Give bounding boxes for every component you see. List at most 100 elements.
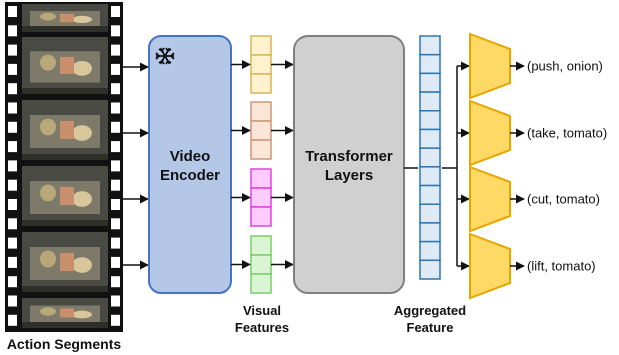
sprocket-hole — [111, 218, 120, 230]
feature-cell — [250, 273, 272, 294]
feature-cell — [250, 187, 272, 208]
sprocket-hole — [8, 6, 17, 17]
visual-feature-vector — [250, 35, 272, 94]
feature-cell — [250, 101, 272, 122]
sprocket-hole — [111, 199, 120, 210]
video-frame — [22, 37, 108, 94]
video-frame — [22, 298, 108, 328]
feature-cell — [250, 54, 272, 75]
sprocket-hole — [111, 256, 120, 268]
input-arrows — [123, 62, 149, 270]
aggregated-cell — [419, 91, 441, 112]
transformer-box — [293, 35, 405, 294]
classification-head: (take, tomato) — [457, 99, 607, 167]
output-label: (take, tomato) — [527, 126, 607, 141]
sprocket-hole — [111, 83, 120, 95]
head-trapezoid — [469, 165, 511, 233]
snowflake-icon — [155, 47, 175, 65]
sprocket-hole — [111, 141, 120, 153]
head-trapezoid — [469, 32, 511, 100]
sprocket-hole — [111, 276, 120, 288]
aggregated-cell — [419, 166, 441, 187]
aggregated-cell — [419, 110, 441, 131]
feature-cell — [250, 206, 272, 227]
aggregated-cell — [419, 147, 441, 168]
video-encoder-label-1: Video — [170, 148, 211, 165]
output-label: (cut, tomato) — [527, 192, 600, 207]
visual-features — [231, 35, 294, 294]
aggregated-cell — [419, 35, 441, 56]
visual-feature-vector — [250, 101, 272, 160]
aggregated-cell — [419, 259, 441, 280]
aggregated-cell — [419, 222, 441, 243]
action-segments-label: Action Segments — [7, 336, 122, 352]
sprocket-hole — [111, 314, 120, 326]
feature-cell — [250, 120, 272, 141]
video-encoder-box — [148, 35, 232, 294]
classification-heads: (push, onion) (take, tomato) (cut, tomato)… — [457, 32, 607, 300]
sprocket-hole — [8, 83, 17, 95]
feature-cell — [250, 254, 272, 275]
sprocket-hole — [8, 218, 17, 230]
head-trapezoid — [469, 232, 511, 300]
sprocket-hole — [111, 237, 120, 249]
output-label: (lift, tomato) — [527, 259, 596, 274]
feature-cell — [250, 235, 272, 256]
video-frame — [22, 232, 108, 292]
branch-connector — [442, 66, 458, 266]
feature-cell — [250, 168, 272, 189]
video-frame — [22, 166, 108, 226]
sprocket-hole — [8, 102, 17, 114]
video-encoder-label-2: Encoder — [160, 167, 220, 184]
feature-cell — [250, 73, 272, 94]
sprocket-hole — [111, 160, 120, 172]
sprocket-hole — [8, 160, 17, 172]
aggregated-cell — [419, 72, 441, 93]
sprocket-hole — [8, 276, 17, 288]
head-trapezoid — [469, 99, 511, 167]
video-frame — [22, 100, 108, 160]
aggregated-cell — [419, 53, 441, 75]
sprocket-hole — [111, 6, 120, 17]
sprocket-hole — [111, 121, 120, 133]
sprocket-hole — [8, 25, 17, 37]
sprocket-hole — [8, 314, 17, 326]
aggregated-feature — [419, 35, 441, 280]
classification-head: (cut, tomato) — [457, 165, 600, 233]
aggregated-cell — [419, 240, 441, 262]
feature-cell — [250, 35, 272, 56]
sprocket-hole — [8, 141, 17, 153]
visual-feature-vector — [250, 168, 272, 227]
film-strip — [5, 2, 123, 332]
visual-features-label-1: Visual — [243, 303, 281, 318]
aggregated-cell — [419, 184, 441, 205]
sprocket-hole — [111, 179, 120, 191]
sprocket-hole — [111, 295, 120, 307]
sprocket-holes-left — [8, 6, 17, 326]
sprocket-hole — [8, 44, 17, 56]
sprocket-hole — [111, 44, 120, 56]
aggregated-cell — [419, 128, 441, 149]
sprocket-hole — [8, 256, 17, 268]
video-frame — [22, 4, 108, 32]
video-frames — [22, 4, 108, 328]
sprocket-hole — [111, 102, 120, 114]
visual-features-label-2: Features — [235, 320, 289, 335]
visual-feature-vector — [250, 235, 272, 294]
sprocket-hole — [8, 121, 17, 133]
output-label: (push, onion) — [527, 59, 603, 74]
sprocket-hole — [8, 199, 17, 210]
aggregated-cell — [419, 203, 441, 224]
aggregated-label-1: Aggregated — [394, 303, 466, 318]
sprocket-hole — [8, 237, 17, 249]
classification-head: (lift, tomato) — [457, 232, 596, 300]
sprocket-holes-right — [111, 6, 120, 326]
classification-head: (push, onion) — [457, 32, 603, 100]
sprocket-hole — [111, 25, 120, 37]
transformer-label-2: Layers — [325, 167, 373, 184]
sprocket-hole — [8, 295, 17, 307]
aggregated-label-2: Feature — [407, 320, 454, 335]
sprocket-hole — [111, 63, 120, 75]
sprocket-hole — [8, 179, 17, 191]
